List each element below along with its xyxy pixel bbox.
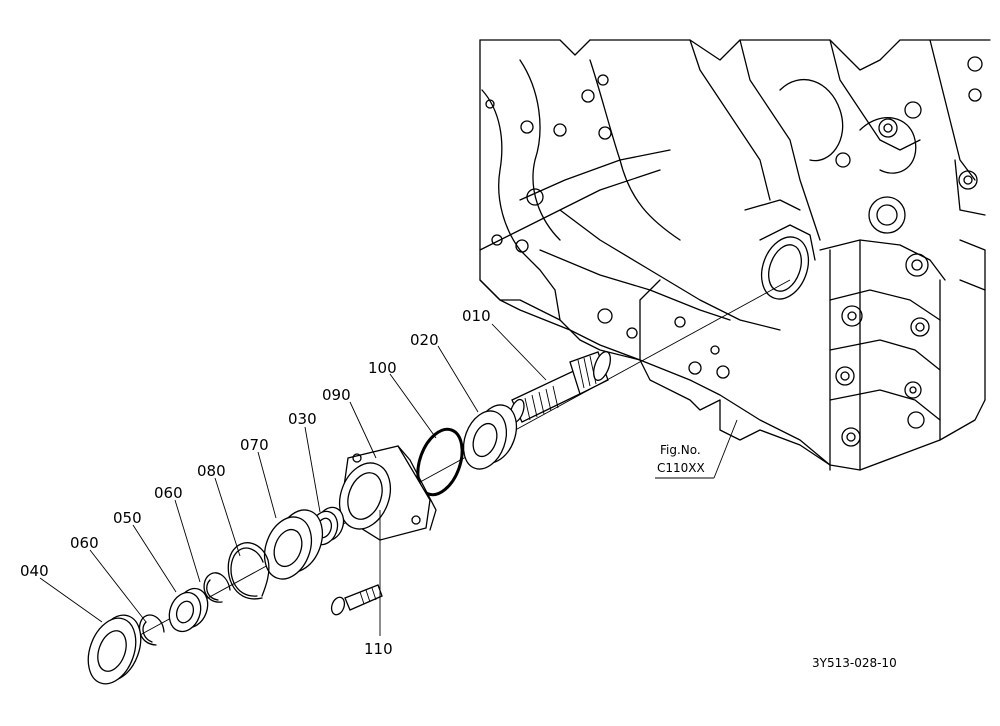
label-100: 100 [368,359,397,377]
fig-no-value: C110XX [657,461,705,475]
bolt-110 [330,584,383,616]
label-030: 030 [288,410,317,428]
bearing-070 [263,509,324,580]
label-070: 070 [240,436,269,454]
snap-ring-080 [227,542,270,600]
label-060-upper: 060 [154,484,183,502]
fig-no-label: Fig.No. [660,443,701,457]
shaft-010 [509,351,611,424]
circlip-060-upper [203,572,231,603]
label-110: 110 [364,640,393,658]
leader-lines [39,323,738,636]
label-020: 020 [410,331,439,349]
drawing-code: 3Y513-028-10 [812,656,897,670]
part-number-labels: 010 020 100 090 030 070 080 060 050 060 … [20,307,491,658]
transmission-housing [479,39,991,471]
label-010: 010 [462,307,491,325]
flange-housing-090 [338,445,437,541]
bearing-020 [462,404,518,470]
label-040: 040 [20,562,49,580]
oil-seal-040 [87,614,142,685]
figure-reference: Fig.No. C110XX [655,443,714,479]
label-060-lower: 060 [70,534,99,552]
bearing-050 [168,587,209,633]
label-050: 050 [113,509,142,527]
label-080: 080 [197,462,226,480]
label-090: 090 [322,386,351,404]
circlip-060-lower [138,614,165,646]
